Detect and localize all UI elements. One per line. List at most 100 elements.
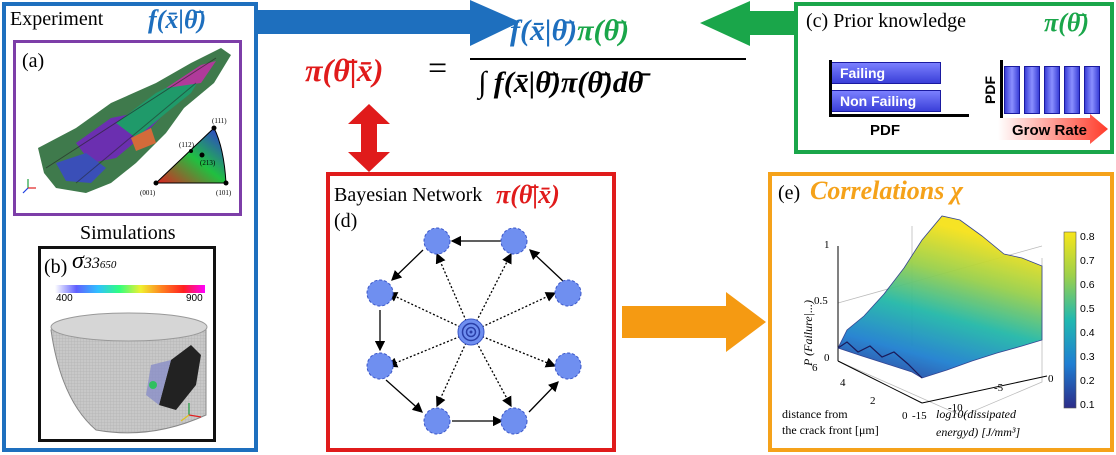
- formula-denominator: ∫ f(x̄|θ̄)π(θ̄)dθ̄: [478, 66, 644, 99]
- network-node-2: [500, 227, 528, 255]
- network-node-4: [554, 279, 582, 307]
- ipf-label-213: (213): [200, 159, 216, 167]
- x-tick-minus15: -15: [912, 410, 927, 422]
- network-node-3: [366, 279, 394, 307]
- y-axis-label-line2: the crack front [μm]: [782, 423, 879, 437]
- correlation-surface-plot: 0 0.5 1 P (Failure|...) 6 4 2 0 -15 -10 …: [782, 215, 1095, 439]
- failing-bar: Failing: [831, 62, 941, 84]
- z-axis-label: P (Failure|...): [801, 300, 815, 367]
- z-tick-0: 0: [824, 352, 830, 364]
- sim-axes-triad-icon: [180, 403, 202, 422]
- network-center-node: [457, 318, 485, 346]
- posterior-lhs: π(θ̄|x̄): [305, 52, 384, 88]
- colorbar-tick-06: 0.6: [1080, 279, 1095, 291]
- network-node-5: [366, 352, 394, 380]
- ebsd-panel: [13, 40, 242, 216]
- x-tick-minus10: -10: [948, 402, 963, 414]
- sigma-subsubscript: 650: [99, 259, 117, 271]
- formula-numerator: f(x̄|θ̄)π(θ̄): [510, 14, 629, 48]
- colorbar-tick-07: 0.7: [1080, 255, 1095, 267]
- z-tick-1: 1: [824, 239, 830, 251]
- experiment-panel: [2, 2, 258, 452]
- ipf-label-101: (101): [216, 189, 232, 197]
- y-tick-4: 4: [840, 377, 846, 389]
- formula-network-double-arrow: [348, 104, 390, 172]
- network-node-6: [554, 352, 582, 380]
- colorbar-tick-08: 0.8: [1080, 231, 1095, 243]
- probability-colorbar: [1063, 231, 1077, 409]
- growth-col-4: [1064, 66, 1080, 114]
- y-tick-6: 6: [812, 362, 818, 374]
- right-yaxis-line: [1000, 60, 1003, 118]
- network-formula: π(θ̄|x̄): [496, 180, 560, 209]
- network-panel: [326, 172, 616, 452]
- panel-c-label: (c): [806, 10, 829, 32]
- panel-a-label: (a): [22, 50, 45, 72]
- prior-to-formula-arrow: [700, 1, 795, 46]
- stress-colorbar: [55, 285, 205, 293]
- ipf-label-001: (001): [140, 189, 156, 197]
- right-xaxis-label: Grow Rate: [1012, 122, 1088, 139]
- ipf-label-112: (112): [179, 141, 195, 149]
- x-tick-0: 0: [1048, 373, 1054, 385]
- equals-sign: =: [428, 50, 448, 87]
- grow-rate-arrow: [998, 114, 1108, 144]
- nonfailing-bar: Non Failing: [831, 90, 941, 112]
- colorbar-tick-05: 0.5: [1080, 303, 1095, 315]
- y-tick-0: 0: [902, 410, 908, 422]
- simulation-cylinder: [50, 312, 208, 434]
- simulation-panel: [38, 246, 216, 442]
- network-node-8: [500, 407, 528, 435]
- numerator-likelihood: f(x̄|θ̄): [510, 14, 578, 47]
- left-pdf-axis: [829, 114, 969, 117]
- growth-col-3: [1044, 66, 1060, 114]
- y-tick-2: 2: [870, 395, 876, 407]
- ipf-label-111: (111): [212, 117, 227, 125]
- colorbar-tick-01: 0.1: [1080, 399, 1095, 411]
- fraction-line: [470, 58, 746, 60]
- correlations-title-text: Correlations: [810, 176, 945, 205]
- prior-panel: [794, 2, 1114, 154]
- network-node-7: [423, 407, 451, 435]
- network-graph: [366, 227, 582, 435]
- left-xaxis-label: PDF: [870, 122, 900, 139]
- prior-formula: π(θ̄): [1044, 8, 1090, 37]
- right-yaxis-label: PDF: [982, 76, 998, 104]
- x-tick-minus5: -5: [994, 382, 1004, 394]
- probability-surface: [837, 215, 1043, 379]
- correlations-chi: χ: [950, 176, 963, 205]
- simulations-title: Simulations: [80, 222, 176, 244]
- sigma-symbol: σ: [72, 248, 84, 274]
- colorbar-tick-04: 0.4: [1080, 327, 1095, 339]
- panel-b-label: (b): [44, 256, 68, 278]
- experiment-title: Experiment: [10, 8, 104, 30]
- colorbar-tick-03: 0.3: [1080, 351, 1095, 363]
- network-to-correlations-arrow: [622, 292, 766, 352]
- axes-triad-icon: [22, 179, 36, 194]
- x-axis-label-line1: log10(dissipated: [936, 407, 1017, 421]
- panel-e-label: (e): [778, 182, 801, 204]
- left-pdf-axis-vertical: [829, 60, 832, 117]
- y-axis-label-line1: distance from: [782, 407, 848, 421]
- correlations-title: Correlations χ: [810, 176, 963, 206]
- network-node-1: [423, 227, 451, 255]
- experiment-formula: f(x̄|θ̄): [148, 5, 207, 34]
- correlations-panel: [768, 172, 1114, 452]
- experiment-to-formula-arrow: [258, 0, 520, 46]
- colorbar-max: 900: [186, 293, 203, 304]
- sigma-label: σ33650: [72, 248, 116, 275]
- growth-col-2: [1024, 66, 1040, 114]
- growth-col-5: [1084, 66, 1100, 114]
- colorbar-min: 400: [56, 293, 73, 304]
- numerator-prior: π(θ̄): [577, 14, 630, 47]
- z-tick-05: 0.5: [814, 295, 828, 307]
- panel-d-label: (d): [334, 210, 358, 232]
- x-axis-label-line2: energyd) [J/mm³]: [936, 425, 1020, 439]
- prior-title: Prior knowledge: [833, 10, 966, 32]
- growth-col-1: [1004, 66, 1020, 114]
- colorbar-tick-02: 0.2: [1080, 375, 1095, 387]
- ebsd-map: (111) (112) (213) (001) (101): [22, 48, 232, 197]
- sigma-subscript: 33: [83, 255, 100, 272]
- network-title: Bayesian Network: [334, 184, 483, 206]
